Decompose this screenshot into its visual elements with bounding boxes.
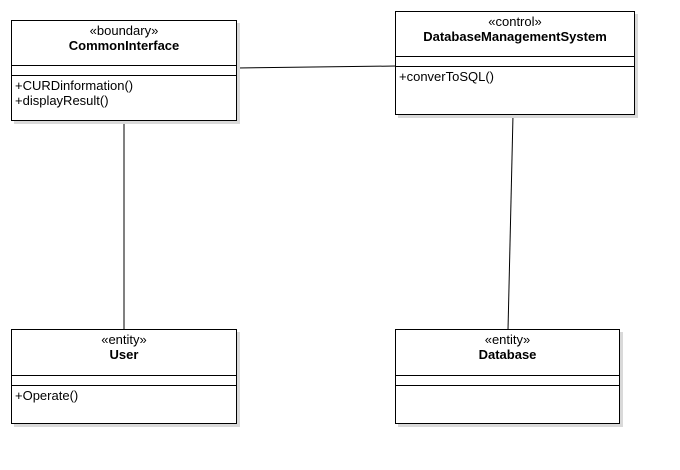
attributes-compartment bbox=[12, 376, 236, 386]
association-dbms-database bbox=[507, 114, 514, 331]
operations-compartment: +converToSQL() bbox=[396, 67, 634, 86]
operation: +displayResult() bbox=[15, 93, 109, 108]
class-name: CommonInterface bbox=[68, 38, 180, 53]
class-header: «control» DatabaseManagementSystem bbox=[396, 12, 634, 57]
stereotype-label: «entity» bbox=[101, 332, 147, 347]
operation: +Operate() bbox=[15, 388, 79, 403]
class-database[interactable]: «entity» Database bbox=[395, 329, 620, 424]
class-header: «entity» User bbox=[12, 330, 236, 376]
stereotype-label: «control» bbox=[488, 14, 542, 29]
class-name: Database bbox=[478, 347, 537, 362]
class-header: «entity» Database bbox=[396, 330, 619, 376]
class-name: DatabaseManagementSystem bbox=[423, 29, 607, 44]
operations-compartment: +CURDinformation() +displayResult() bbox=[12, 76, 236, 110]
stereotype-label: «entity» bbox=[484, 332, 531, 347]
class-name: User bbox=[109, 347, 139, 362]
class-header: «boundary» CommonInterface bbox=[12, 21, 236, 66]
operation: +converToSQL() bbox=[399, 69, 495, 84]
attributes-compartment bbox=[396, 57, 634, 67]
association-commoninterface-dbms bbox=[236, 65, 397, 69]
attributes-compartment bbox=[396, 376, 619, 386]
attributes-compartment bbox=[12, 66, 236, 76]
operations-compartment bbox=[396, 386, 619, 390]
stereotype-label: «boundary» bbox=[89, 23, 159, 38]
class-database-management-system[interactable]: «control» DatabaseManagementSystem +conv… bbox=[395, 11, 635, 115]
class-user[interactable]: «entity» User +Operate() bbox=[11, 329, 237, 424]
operations-compartment: +Operate() bbox=[12, 386, 236, 405]
class-common-interface[interactable]: «boundary» CommonInterface +CURDinformat… bbox=[11, 20, 237, 121]
operation: +CURDinformation() bbox=[15, 78, 134, 93]
